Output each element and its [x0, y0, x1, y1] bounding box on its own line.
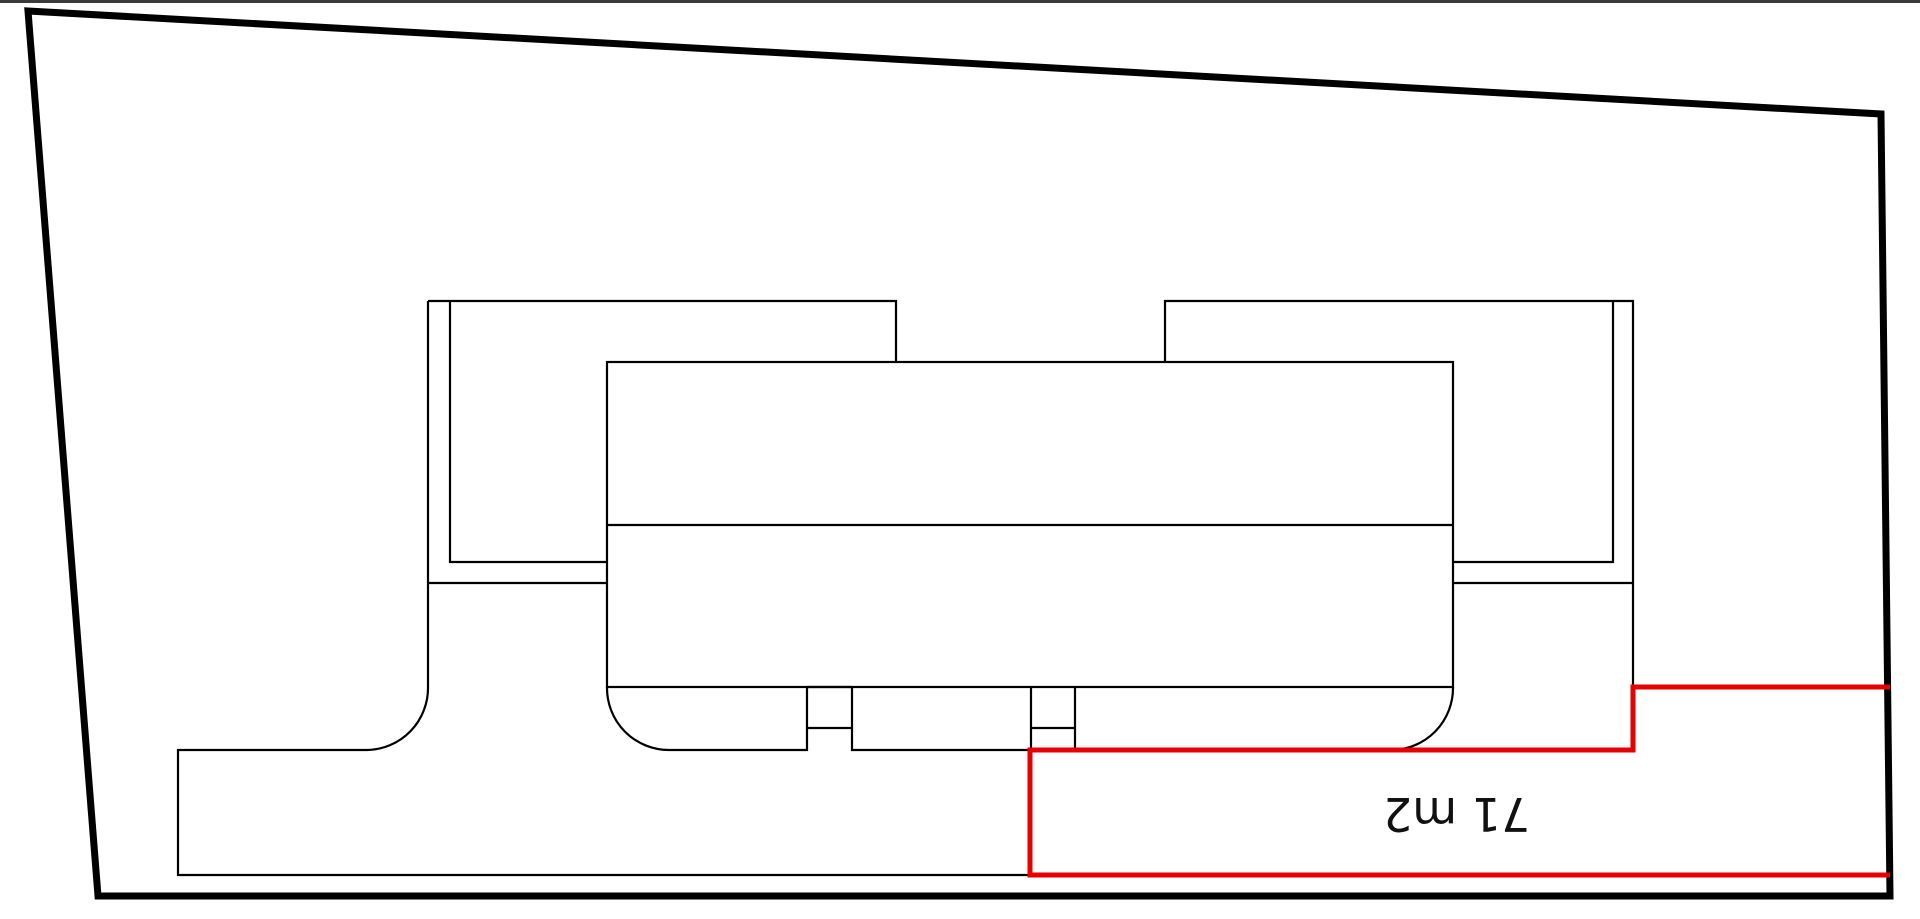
- bottom-annex-left: [605, 686, 809, 752]
- niche-1: [807, 685, 1031, 752]
- bottom-annex-right: [1075, 686, 1455, 752]
- niche-2: [1029, 687, 1077, 750]
- plot-boundary: [24, 7, 1894, 900]
- area-label: 71 m2: [1383, 787, 1531, 841]
- right-wing-inner: [1453, 301, 1615, 564]
- left-wing-inner: [448, 301, 607, 564]
- highlight-area-outline: [1027, 684, 1890, 878]
- window-top-bar: [0, 0, 1920, 3]
- right-wing-outer: [1163, 299, 1635, 687]
- left-wing-outer: [428, 299, 898, 362]
